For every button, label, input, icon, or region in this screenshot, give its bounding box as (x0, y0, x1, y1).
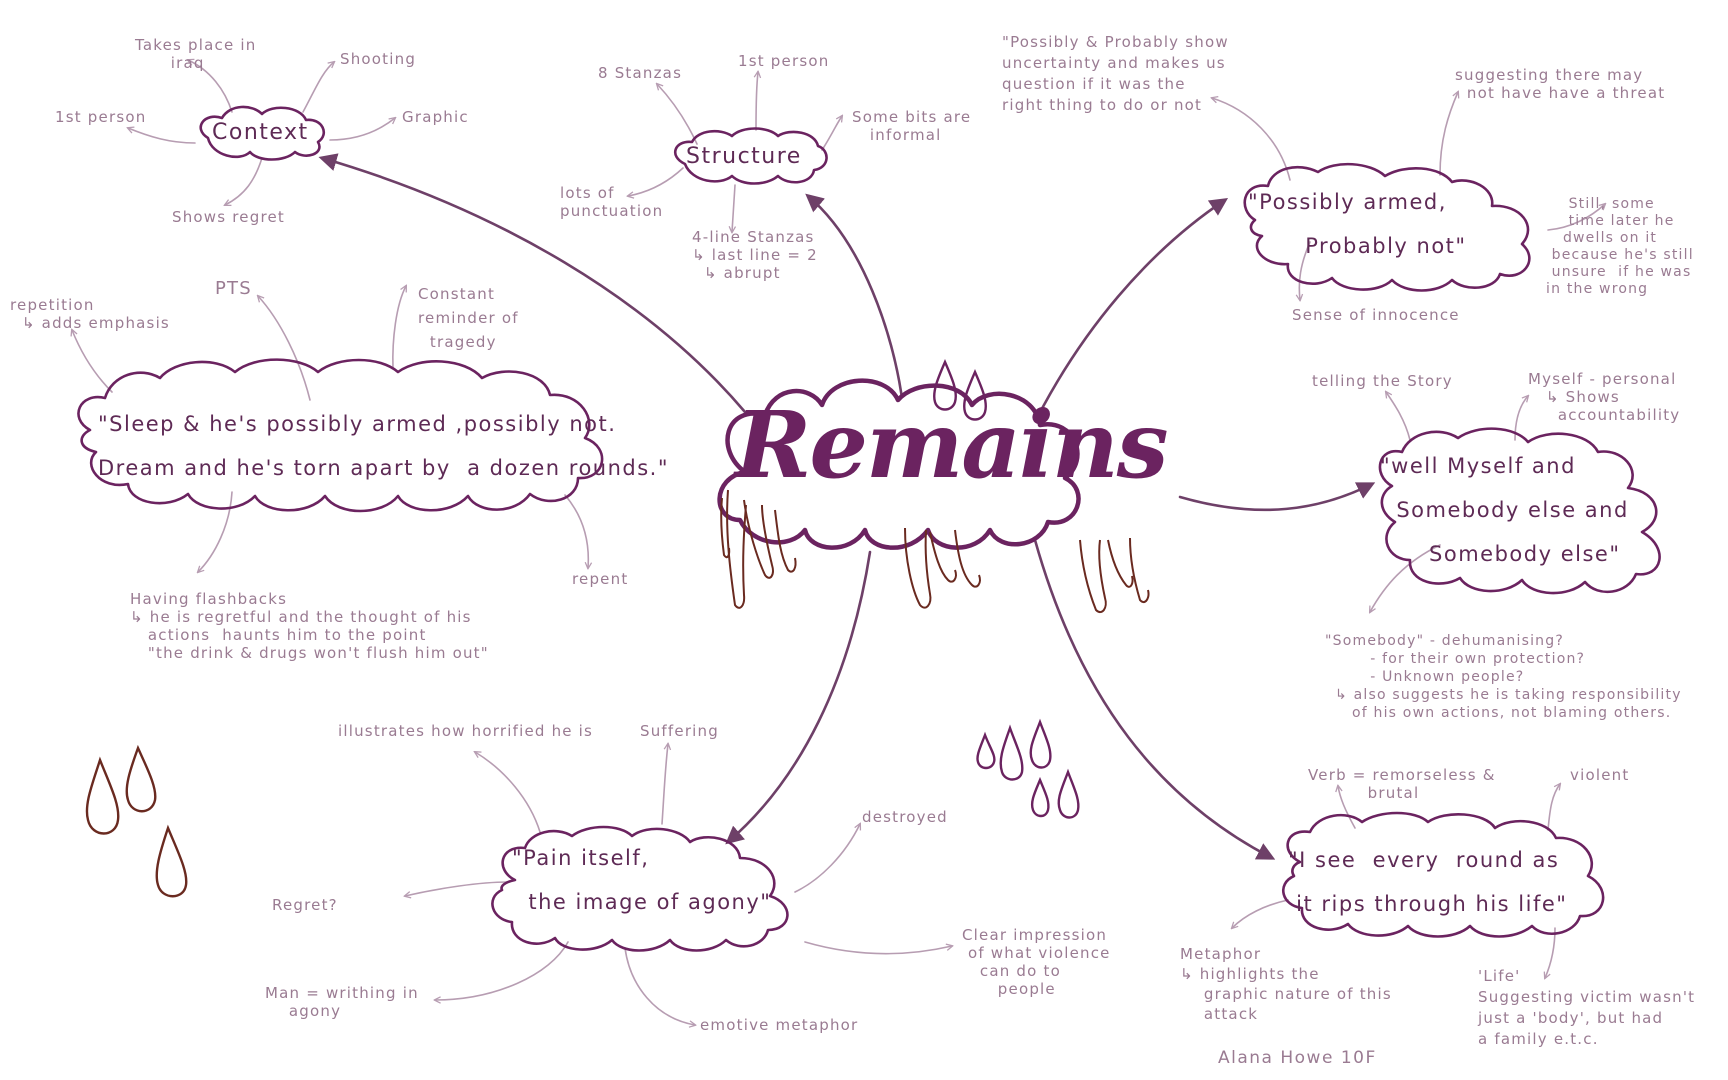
myself-cloud (1378, 427, 1661, 595)
possibly-note-threat: suggesting there may not have have a thr… (1455, 66, 1666, 102)
arrow-to-structure (805, 193, 907, 422)
isee-note-verb: Verb = remorseless & brutal (1308, 766, 1496, 802)
sleep-cloud (77, 358, 604, 513)
raindrop-icon (85, 756, 120, 835)
context-label: Context (212, 120, 309, 145)
isee-quote: "I see every round as it rips through hi… (1288, 848, 1568, 916)
structure-label: Structure (686, 144, 802, 169)
myself-quote: "well Myself and Somebody else and Someb… (1380, 454, 1629, 566)
pain-note-man: Man = writhing in agony (265, 984, 419, 1020)
raindrop-icons (85, 359, 1080, 898)
possibly-quote: "Possibly armed, Probably not" (1248, 190, 1467, 258)
arrow-to-pain (725, 550, 872, 845)
context-note-regret: Shows regret (172, 208, 285, 226)
isee-note-life: 'Life' Suggesting victim wasn't just a '… (1478, 967, 1696, 1048)
possibly-note-still: Still, some time later he dwells on it b… (1546, 196, 1694, 297)
arrow-to-myself (1178, 482, 1376, 512)
possibly-cloud (1243, 162, 1531, 292)
raindrop-icon (1029, 718, 1052, 769)
annotation-connectors (72, 60, 1605, 1025)
pain-note-regret: Regret? (272, 896, 338, 914)
arrow-to-isee (1033, 538, 1276, 860)
central-cloud (717, 378, 1081, 550)
sleep-quote: "Sleep & he's possibly armed ,possibly n… (98, 412, 670, 480)
author-signature: Alana Howe 10F (1218, 1048, 1377, 1068)
isee-note-violent: violent (1570, 766, 1630, 784)
sleep-note-constant: Constant reminder of tragedy (418, 285, 519, 351)
raindrop-icon (976, 731, 996, 770)
raindrop-icon (963, 369, 987, 421)
topic-clouds (77, 105, 1661, 952)
sleep-note-flashbacks: Having flashbacks ↳ he is regretful and … (130, 590, 489, 662)
context-note-first-person: 1st person (55, 108, 147, 126)
possibly-note-uncertainty: "Possibly & Probably show uncertainty an… (1002, 33, 1229, 114)
sleep-note-repetition: repetition ↳ adds emphasis (10, 296, 170, 332)
myself-note-telling: telling the Story (1312, 372, 1453, 390)
myself-note-personal: Myself - personal ↳ Shows accountability (1528, 370, 1681, 424)
context-note-takes-place: Takes place in iraq (135, 36, 257, 72)
structure-note-first-person: 1st person (738, 52, 830, 70)
raindrop-icon (155, 824, 188, 898)
pain-note-destroyed: destroyed (862, 808, 948, 826)
structure-note-four-line: 4-line Stanzas ↳ last line = 2 ↳ abrupt (692, 228, 818, 282)
structure-note-punctuation: lots of punctuation (560, 184, 664, 220)
raindrop-icon (933, 359, 957, 411)
drips (720, 489, 1150, 614)
context-note-graphic: Graphic (402, 108, 469, 126)
myself-note-somebody: "Somebody" - dehumanising? - for their o… (1325, 633, 1586, 685)
possibly-note-innocence: Sense of innocence (1292, 306, 1460, 324)
central-title: Remains (735, 391, 1169, 499)
sleep-note-pts: PTS (215, 278, 252, 299)
raindrop-icon (125, 744, 157, 813)
pain-quote: "Pain itself, the image of agony" (512, 846, 772, 914)
pain-note-emotive: emotive metaphor (700, 1016, 859, 1034)
context-note-shooting: Shooting (340, 50, 417, 68)
structure-note-stanzas: 8 Stanzas (598, 64, 683, 82)
myself-note-also: ↳ also suggests he is taking responsibil… (1335, 687, 1682, 721)
isee-note-metaphor: Metaphor ↳ highlights the graphic nature… (1180, 945, 1392, 1023)
arrow-to-context (318, 153, 747, 414)
structure-note-informal: Some bits are informal (852, 108, 972, 144)
raindrop-icon (1057, 768, 1080, 819)
pain-note-clear: Clear impression of what violence can do… (962, 926, 1111, 998)
arrow-to-possibly (1028, 197, 1229, 434)
structure-cloud (673, 127, 828, 185)
isee-cloud (1282, 811, 1605, 938)
sleep-note-repent: repent (572, 570, 629, 588)
main-connectors (318, 153, 1376, 860)
pain-cloud (491, 825, 789, 952)
raindrop-icon (999, 724, 1024, 781)
pain-note-illustrates: illustrates how horrified he is (338, 722, 594, 740)
raindrop-icon (1030, 776, 1050, 818)
pain-note-suffering: Suffering (640, 722, 719, 740)
context-cloud (199, 105, 325, 161)
